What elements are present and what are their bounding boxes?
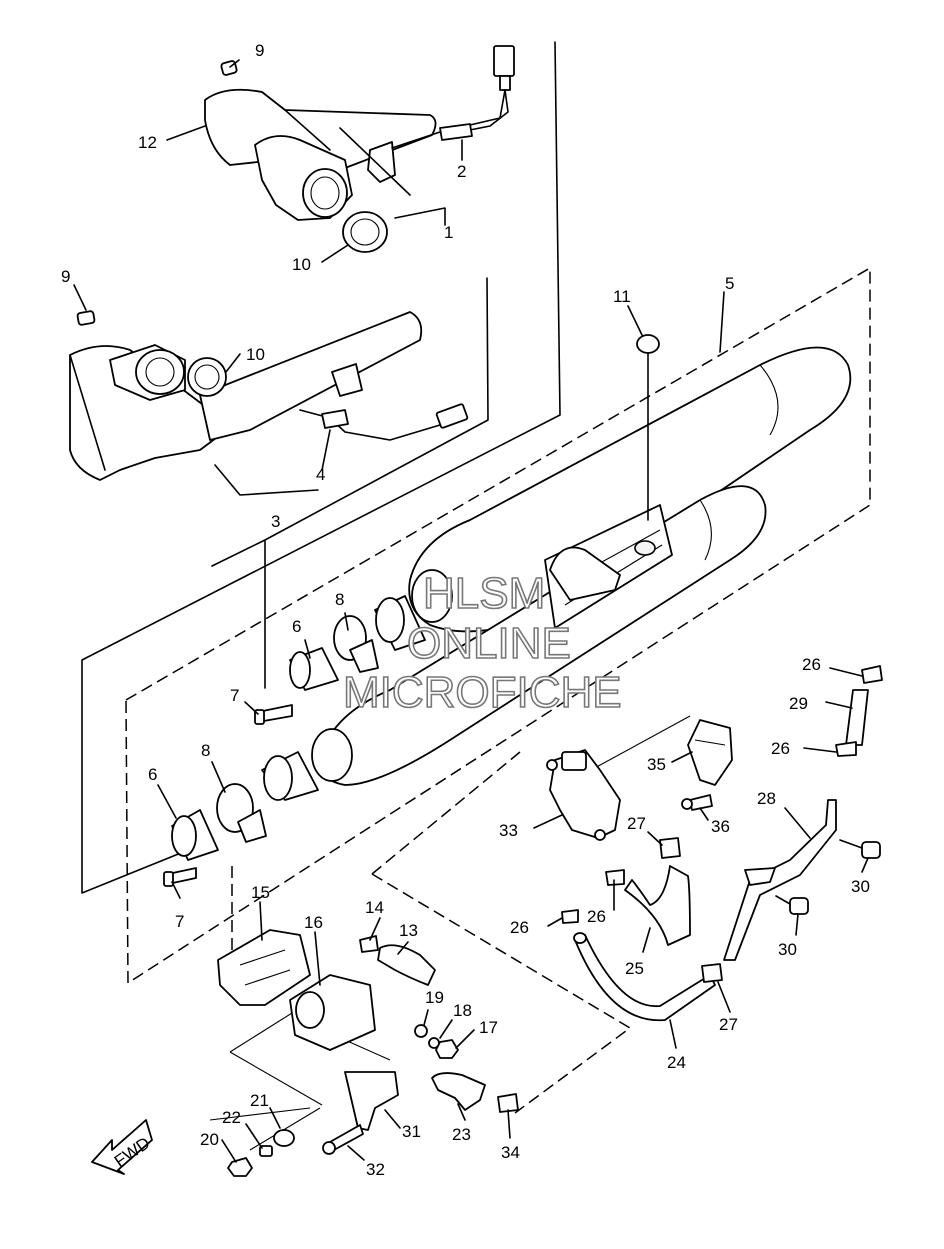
callout-8-lower: 8 [201,741,210,760]
callout-31: 31 [402,1122,421,1141]
callout-10-second: 10 [246,345,265,364]
clip-14 [359,935,379,953]
callout-1: 1 [444,223,453,242]
air-cut-valve-33 [546,749,621,841]
callout-33: 33 [499,821,518,840]
callout-labels: 1 2 3 4 5 6 6 7 7 8 8 9 9 10 10 11 12 13… [61,41,870,1179]
muffler-joint-upper [374,595,426,651]
bolt-36 [681,794,713,811]
clamp-8-lower [216,783,267,843]
watermark-line-2: ONLINE [407,619,571,668]
callout-17: 17 [479,1018,498,1037]
callout-27-upper: 27 [627,814,646,833]
callout-7-upper: 7 [230,686,239,705]
callout-8-upper: 8 [335,590,344,609]
pipe-28 [723,799,837,961]
collar-22 [259,1145,273,1157]
callout-14: 14 [365,898,384,917]
clip-26-left [561,909,579,924]
exhaust-pipe-1 [204,45,515,221]
bracket-31 [344,1071,399,1131]
callout-26-center: 26 [587,907,606,926]
callout-9-second: 9 [61,267,70,286]
exhaust-pipe-3 [69,311,469,481]
callout-22: 22 [222,1108,241,1127]
callout-25: 25 [625,959,644,978]
grommet-21 [273,1129,295,1147]
gasket-10-second [187,357,227,397]
callout-35: 35 [647,755,666,774]
cover-15 [217,929,311,1006]
callout-26-top: 26 [802,655,821,674]
callout-26-mid: 26 [771,739,790,758]
sleeve-6-lower [171,809,219,861]
callout-29: 29 [789,694,808,713]
clip-26-top [861,665,883,684]
clip-34 [497,1093,519,1113]
bolt-32 [322,1124,364,1155]
callout-24: 24 [667,1053,686,1072]
hose-29 [845,689,869,746]
hose-25 [624,865,691,946]
sleeve-6-upper [289,647,339,691]
callout-27-lower: 27 [719,1015,738,1034]
hose-13 [377,944,436,986]
bolt-30-upper [839,839,881,859]
callout-26-left: 26 [510,918,529,937]
reed-valve-16 [289,974,376,1051]
callout-15: 15 [251,883,270,902]
nut-17 [435,1039,459,1059]
callout-11: 11 [613,287,631,306]
clip-27-upper [659,837,681,859]
group-box-lines [81,41,871,1151]
callout-2: 2 [457,162,466,181]
callout-9-top: 9 [255,41,264,60]
callout-30-lower: 30 [778,940,797,959]
callout-7-lower: 7 [175,912,184,931]
screw-11 [636,334,660,521]
leader-lines [73,59,869,1163]
callout-4: 4 [316,465,325,484]
bolt-7-upper [254,704,293,725]
gasket-10-top [342,211,388,253]
bolt-30-lower [775,895,809,915]
callout-6-lower: 6 [148,765,157,784]
watermark: HLSM ONLINE MICROFICHE [342,568,622,718]
callout-20: 20 [200,1130,219,1149]
watermark-line-1: HLSM [423,569,545,618]
callout-6-upper: 6 [292,617,301,636]
callout-28: 28 [757,789,776,808]
callout-32: 32 [366,1160,385,1179]
muffler-upper [408,346,852,633]
watermark-line-3: MICROFICHE [343,668,622,717]
clip-26-mid [835,741,857,757]
callout-23: 23 [452,1125,471,1144]
callout-5: 5 [725,274,734,293]
callout-13: 13 [399,921,418,940]
callout-30-upper: 30 [851,877,870,896]
heat-shield-bracket [544,504,673,629]
bolt-9-second [76,310,96,326]
bolt-7-lower [163,867,197,887]
clip-27-lower [701,963,723,983]
clip-26-center [605,869,625,886]
callout-3: 3 [271,512,280,531]
callout-10-top: 10 [292,255,311,274]
bolt-20 [227,1157,253,1177]
callout-36: 36 [711,817,730,836]
callout-21: 21 [250,1091,269,1110]
callout-18: 18 [453,1001,472,1020]
clamp-8-upper [333,615,379,673]
callout-34: 34 [501,1143,520,1162]
washer-19 [414,1024,428,1038]
callout-16: 16 [304,913,323,932]
callout-19: 19 [425,988,444,1007]
bracket-35 [687,719,733,786]
elbow-hose-23 [431,1072,486,1111]
muffler-joint-lower [261,751,319,801]
callout-12: 12 [138,133,157,152]
fwd-arrow-icon: FWD [91,1119,153,1175]
